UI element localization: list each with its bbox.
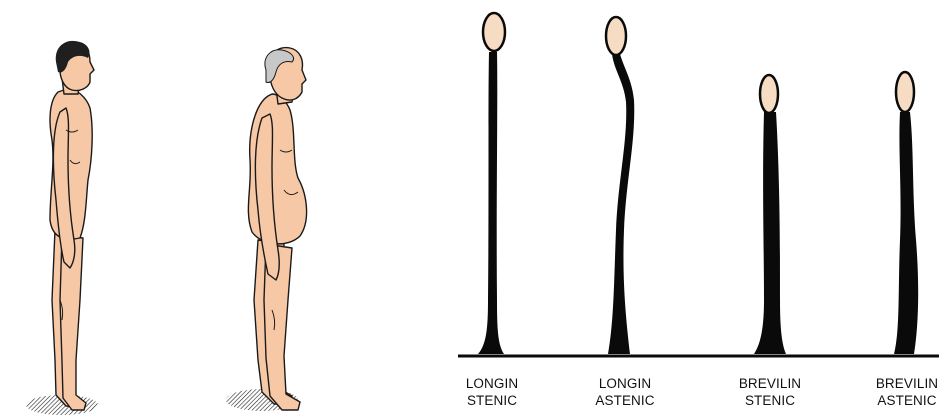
label-longin-stenic-line1: LONGIN bbox=[427, 375, 557, 392]
label-longin-astenic: LONGIN ASTENIC bbox=[560, 375, 690, 409]
head-brevilin-astenic bbox=[896, 72, 914, 112]
silhouette-brevilin-stenic bbox=[754, 75, 786, 354]
silhouette-brevilin-astenic bbox=[894, 72, 918, 354]
label-brevilin-stenic: BREVILIN STENIC bbox=[705, 375, 835, 409]
label-longin-stenic-line2: STENIC bbox=[427, 392, 557, 409]
label-brevilin-astenic-line1: BREVILIN bbox=[842, 375, 939, 392]
label-longin-astenic-line2: ASTENIC bbox=[560, 392, 690, 409]
young-man-figure bbox=[26, 41, 98, 415]
label-brevilin-astenic-line2: ASTENIC bbox=[842, 392, 939, 409]
label-brevilin-stenic-line1: BREVILIN bbox=[705, 375, 835, 392]
label-longin-astenic-line1: LONGIN bbox=[560, 375, 690, 392]
head-longin-stenic bbox=[483, 13, 505, 51]
silhouette-longin-astenic bbox=[606, 17, 634, 354]
elderly-man-figure bbox=[226, 48, 307, 411]
label-brevilin-astenic: BREVILIN ASTENIC bbox=[842, 375, 939, 409]
head-longin-astenic bbox=[606, 17, 626, 55]
label-longin-stenic: LONGIN STENIC bbox=[427, 375, 557, 409]
head-brevilin-stenic bbox=[760, 75, 778, 113]
silhouette-longin-stenic bbox=[478, 13, 505, 354]
label-brevilin-stenic-line2: STENIC bbox=[705, 392, 835, 409]
